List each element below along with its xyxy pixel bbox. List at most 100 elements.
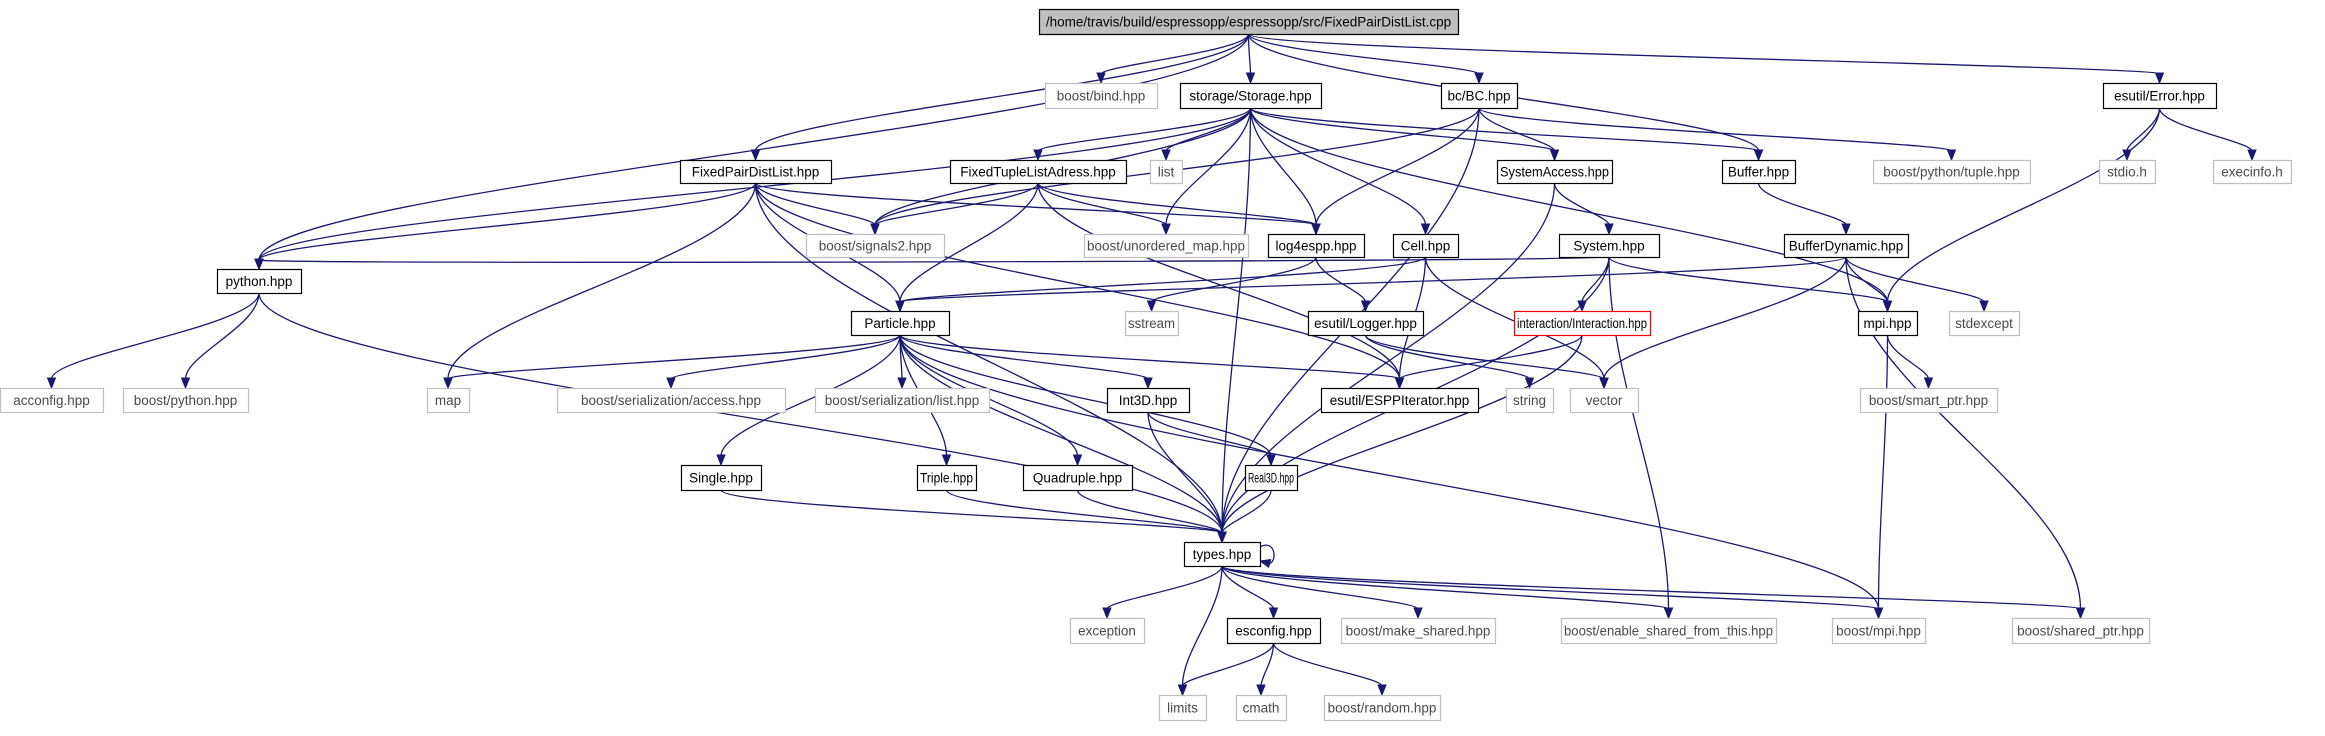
edge-line — [1845, 256, 1985, 303]
node-log4espp[interactable]: log4espp.hpp — [1267, 233, 1366, 259]
node-box — [1505, 387, 1555, 414]
edge-particle-to-single — [716, 334, 901, 467]
node-box — [1267, 233, 1366, 259]
edge-python-to-acconfig — [46, 292, 260, 390]
edge-arrowhead — [2247, 149, 2257, 162]
edge-arrowhead — [666, 377, 676, 390]
node-interaction[interactable]: interaction/Interaction.hpp — [1513, 310, 1652, 337]
node-label: python.hpp — [226, 274, 293, 289]
edge-int3d-to-real3d — [1147, 411, 1276, 467]
node-python[interactable]: python.hpp — [216, 268, 303, 295]
edge-particle-to-map — [443, 334, 901, 390]
node-label: acconfig.hpp — [13, 393, 90, 408]
node-label: sstream — [1128, 316, 1175, 331]
edge-line — [1221, 565, 1419, 610]
edge-line — [1221, 489, 1272, 534]
edge-line — [184, 292, 260, 380]
edge-line — [1249, 107, 1317, 226]
edge-error-to-execinfo — [2158, 107, 2257, 162]
node-label: System.hpp — [1573, 238, 1644, 253]
node-types[interactable]: types.hpp — [1183, 541, 1262, 568]
node-int3d[interactable]: Int3D.hpp — [1106, 387, 1191, 414]
node-cmath: cmath — [1235, 694, 1288, 722]
node-box — [1158, 694, 1208, 722]
edge-line — [1037, 182, 1167, 226]
node-label: string — [1513, 393, 1546, 408]
edge-arrowhead — [895, 300, 905, 313]
node-label: esutil/Error.hpp — [2114, 88, 2205, 103]
edge-arrowhead — [1413, 607, 1423, 620]
node-espp[interactable]: esutil/ESPPIterator.hpp — [1320, 387, 1480, 414]
node-label: boost/smart_ptr.hpp — [1869, 393, 1988, 408]
edge-storage-to-sysacc — [1249, 107, 1560, 162]
edge-line — [2126, 107, 2161, 152]
node-triple[interactable]: Triple.hpp — [916, 464, 978, 492]
edge-line — [258, 182, 757, 261]
node-box — [1560, 617, 1778, 645]
node-storage[interactable]: storage/Storage.hpp — [1179, 82, 1323, 110]
edge-arrowhead — [897, 377, 907, 390]
edge-arrowhead — [1923, 377, 1934, 390]
edge-arrowhead — [1663, 607, 1674, 620]
edge-line — [1757, 182, 1847, 226]
edge-esconfig-to-cmath — [1256, 642, 1275, 697]
edge-arrowhead — [716, 454, 726, 467]
node-box — [1235, 694, 1288, 722]
edge-line — [1478, 107, 1556, 152]
edge-arrowhead — [1394, 377, 1405, 390]
edge-line — [1221, 565, 1275, 610]
edge-line — [1147, 411, 1223, 534]
edge-line — [1608, 256, 1670, 610]
node-bufdyn[interactable]: BufferDynamic.hpp — [1783, 233, 1910, 259]
node-ftla[interactable]: FixedTupleListAdress.hpp — [949, 159, 1128, 185]
node-label: boost/python.hpp — [134, 393, 238, 408]
node-box — [1831, 617, 1927, 645]
node-list: list — [1149, 159, 1184, 185]
edge-logger-to-string — [1364, 334, 1535, 390]
edge-buffer-to-bufdyn — [1757, 182, 1851, 236]
node-logger[interactable]: esutil/Logger.hpp — [1307, 310, 1425, 337]
node-cell[interactable]: Cell.hpp — [1392, 233, 1460, 259]
edge-line — [874, 182, 1039, 226]
node-esconfig[interactable]: esconfig.hpp — [1226, 617, 1322, 645]
node-sstream: sstream — [1124, 310, 1180, 337]
edge-line — [899, 182, 1039, 303]
edge-line — [1260, 642, 1275, 687]
node-system[interactable]: System.hpp — [1558, 233, 1661, 259]
node-real3d[interactable]: Real3D.hpp — [1244, 464, 1299, 492]
node-sysacc[interactable]: SystemAccess.hpp — [1496, 159, 1614, 185]
node-box — [850, 310, 951, 337]
node-box — [1179, 82, 1323, 110]
node-label: bc/BC.hpp — [1447, 88, 1510, 103]
edge-system-to-mpi — [1608, 256, 1893, 313]
edge-fpdl-to-map — [443, 182, 757, 390]
node-root[interactable]: /home/travis/build/espressopp/espressopp… — [1038, 8, 1460, 36]
node-box — [1038, 8, 1460, 36]
edge-storage-to-mpi — [1249, 107, 1893, 313]
node-label: storage/Storage.hpp — [1189, 88, 1311, 103]
node-label: mpi.hpp — [1863, 316, 1911, 331]
node-buffer[interactable]: Buffer.hpp — [1721, 159, 1797, 185]
node-label: log4espp.hpp — [1275, 238, 1356, 253]
node-label: boost/bind.hpp — [1057, 88, 1146, 103]
node-quadruple[interactable]: Quadruple.hpp — [1022, 464, 1134, 492]
edge-line — [1221, 334, 1583, 534]
node-label: Quadruple.hpp — [1033, 470, 1122, 485]
node-particle[interactable]: Particle.hpp — [850, 310, 951, 337]
node-mpi[interactable]: mpi.hpp — [1857, 310, 1919, 337]
node-fpdl[interactable]: FixedPairDistList.hpp — [679, 159, 833, 185]
node-error[interactable]: esutil/Error.hpp — [2102, 82, 2218, 110]
node-bind: boost/bind.hpp — [1044, 82, 1159, 110]
node-label: boost/python/tuple.hpp — [1883, 164, 2020, 179]
edge-root-to-bind — [1096, 33, 1250, 85]
edge-arrowhead — [1161, 223, 1171, 236]
node-box — [1440, 82, 1519, 110]
node-box — [1320, 387, 1480, 414]
node-single[interactable]: Single.hpp — [680, 464, 763, 492]
node-box — [2102, 82, 2218, 110]
edge-line — [1249, 107, 1427, 226]
node-bc[interactable]: bc/BC.hpp — [1440, 82, 1519, 110]
edge-line — [1165, 107, 1252, 152]
node-label: execinfo.h — [2221, 164, 2283, 179]
